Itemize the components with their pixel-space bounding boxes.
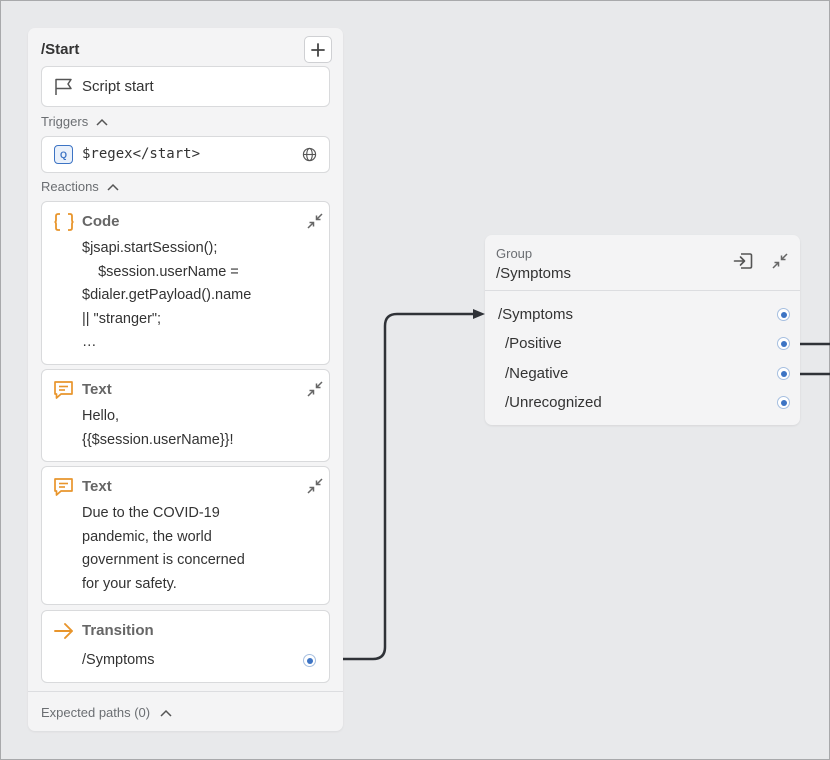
group-label: Group bbox=[496, 246, 533, 261]
plus-icon bbox=[311, 42, 325, 57]
group-row-port[interactable] bbox=[777, 308, 790, 321]
globe-icon[interactable] bbox=[302, 147, 317, 162]
expected-paths-toggle[interactable]: Expected paths (0) bbox=[41, 705, 172, 720]
code-line: $session.userName = bbox=[82, 263, 239, 280]
trigger-text: $regex</start> bbox=[82, 146, 201, 162]
add-button[interactable] bbox=[304, 36, 332, 63]
group-row-positive[interactable]: /Positive bbox=[485, 332, 800, 356]
collapse-icon[interactable] bbox=[771, 252, 789, 270]
message-icon bbox=[54, 478, 73, 496]
reaction-title: Code bbox=[82, 213, 120, 230]
group-row-unrecognized[interactable]: /Unrecognized bbox=[485, 391, 800, 415]
text-reaction[interactable]: Text Due to the COVID-19 pandemic, the w… bbox=[41, 466, 330, 605]
reactions-label: Reactions bbox=[41, 179, 99, 194]
expected-paths-label: Expected paths (0) bbox=[41, 705, 151, 720]
transition-connector bbox=[343, 312, 476, 661]
connector-arrowhead bbox=[473, 309, 485, 319]
group-row-port[interactable] bbox=[777, 367, 790, 380]
group-row-label: /Positive bbox=[505, 335, 562, 352]
group-name: /Symptoms bbox=[496, 265, 572, 282]
transition-reaction[interactable]: Transition /Symptoms bbox=[41, 610, 330, 683]
arrow-right-icon bbox=[54, 623, 73, 639]
group-row-label: /Negative bbox=[505, 365, 569, 382]
code-line: $jsapi.startSession(); bbox=[82, 240, 218, 256]
expected-paths-footer: Expected paths (0) bbox=[28, 691, 343, 731]
triggers-toggle[interactable]: Triggers bbox=[41, 114, 108, 129]
triggers-label: Triggers bbox=[41, 114, 89, 129]
reactions-toggle[interactable]: Reactions bbox=[41, 179, 119, 194]
code-reaction[interactable]: Code $jsapi.startSession(); $session.use… bbox=[41, 201, 330, 365]
trigger-block[interactable]: Q $regex</start> bbox=[41, 136, 330, 173]
text-line: Due to the COVID-19 bbox=[82, 505, 220, 521]
enter-icon[interactable] bbox=[733, 252, 753, 270]
collapse-icon[interactable] bbox=[306, 212, 324, 230]
start-screen-card[interactable]: /Start Script start Triggers Q $regex</s… bbox=[28, 28, 343, 731]
code-line: … bbox=[82, 334, 97, 350]
text-reaction[interactable]: Text Hello, {{$session.userName}}! bbox=[41, 369, 330, 462]
flag-icon bbox=[55, 78, 72, 95]
text-line: {{$session.userName}}! bbox=[82, 431, 234, 448]
reaction-title: Transition bbox=[82, 622, 154, 639]
group-row-label: /Unrecognized bbox=[505, 394, 602, 411]
code-line: $dialer.getPayload().name bbox=[82, 287, 252, 303]
reaction-title: Text bbox=[82, 478, 112, 495]
script-start-label: Script start bbox=[82, 78, 154, 95]
text-line: pandemic, the world bbox=[82, 528, 212, 545]
group-header: Group /Symptoms bbox=[485, 235, 800, 291]
transition-output-port[interactable] bbox=[303, 654, 316, 667]
regex-icon: Q bbox=[54, 145, 73, 164]
text-body: Due to the COVID-19 pandemic, the world … bbox=[82, 502, 245, 596]
message-icon bbox=[54, 381, 73, 399]
reaction-title: Text bbox=[82, 381, 112, 398]
code-body: $jsapi.startSession(); $session.userName… bbox=[82, 237, 251, 355]
chevron-up-icon bbox=[96, 118, 108, 126]
group-row-label: /Symptoms bbox=[498, 306, 574, 323]
text-line: for your safety. bbox=[82, 575, 177, 592]
script-start-block[interactable]: Script start bbox=[41, 66, 330, 107]
group-row-port[interactable] bbox=[777, 337, 790, 350]
group-row-port[interactable] bbox=[777, 396, 790, 409]
group-row-symptoms[interactable]: /Symptoms bbox=[485, 303, 800, 327]
text-line: Hello, bbox=[82, 408, 120, 424]
transition-target: /Symptoms bbox=[82, 652, 155, 668]
collapse-icon[interactable] bbox=[306, 477, 324, 495]
group-row-negative[interactable]: /Negative bbox=[485, 362, 800, 386]
text-line: government is concerned bbox=[82, 552, 245, 568]
code-line: || "stranger"; bbox=[82, 310, 162, 327]
chevron-up-icon bbox=[107, 183, 119, 191]
chevron-up-icon bbox=[160, 709, 172, 717]
screen-title: /Start bbox=[41, 41, 80, 58]
text-body: Hello, {{$session.userName}}! bbox=[82, 405, 234, 452]
curly-braces-icon bbox=[54, 213, 74, 231]
group-node[interactable]: Group /Symptoms /Symptoms /Positive /Neg… bbox=[485, 235, 800, 425]
regex-badge: Q bbox=[59, 149, 67, 160]
collapse-icon[interactable] bbox=[306, 380, 324, 398]
